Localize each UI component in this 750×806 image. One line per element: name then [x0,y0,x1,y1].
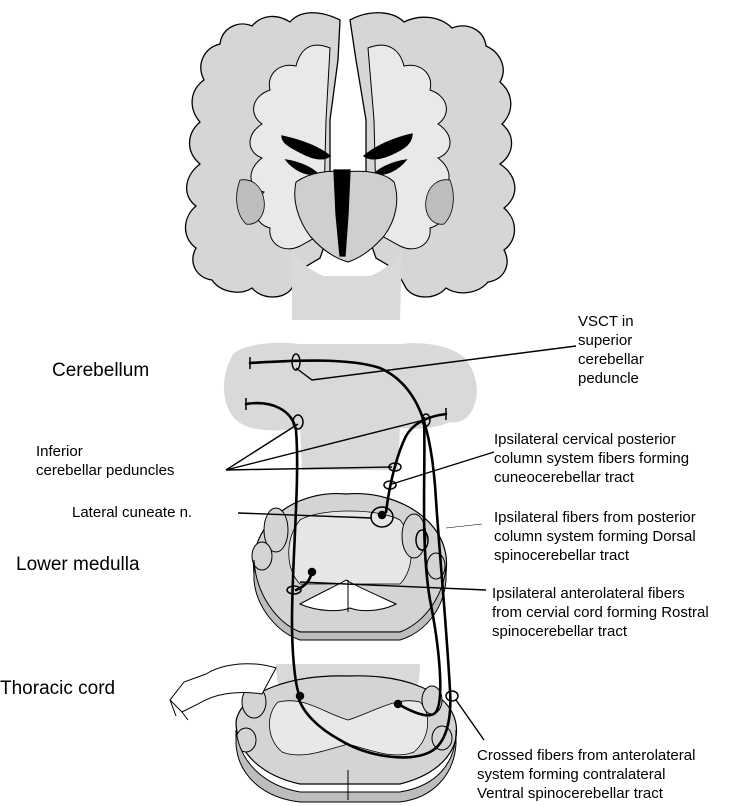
ipsilateral-cervical-label: Ipsilateral cervical posterior column sy… [494,431,690,486]
lateral-cuneate-dot [377,510,387,520]
vsct-fiber [248,359,452,759]
cuneate-leader [237,512,373,519]
medulla-base [253,559,447,641]
lower-medulla-label: Lower medulla [16,554,140,575]
dorsal-root-tip [169,699,189,721]
third-ventricle [333,169,351,257]
dsct-origin-dot [295,691,305,701]
ipsilateral-anterolateral-label: Ipsilateral anterolateral fibers from ce… [492,585,709,640]
inferior-peduncles-label: Inferior cerebellar peduncles [36,443,175,479]
rostral-origin-dot [307,567,317,577]
dsct-fiber [244,401,302,698]
thoracic-base [235,729,457,803]
left-lateral-ventricle [281,135,332,160]
rostral-leader [299,581,487,591]
cuneocerebellar-fiber [384,412,448,514]
crossed-fibers-label: Crossed fibers from anterolateral system… [477,747,696,802]
crossed-leader [455,699,485,741]
dorsal-root [169,663,277,713]
cerebellum-lower-stem [300,428,400,470]
inferior-peduncle-leader-1 [225,423,299,471]
cerebellum-label: Cerebellum [52,360,150,381]
ipsilateral-dorsal-label: Ipsilateral fibers from posterior column… [494,509,696,564]
cerebellum [223,342,477,431]
lateral-cuneate-label: Lateral cuneate n. [72,504,193,521]
vsct-label: VSCT in superior cerebellar peduncle [578,313,644,387]
lower-medulla-section [251,492,483,641]
dsct-medulla-marker [415,529,429,551]
cerebrum-coronal-section [184,12,516,298]
thoracic-cord-section [169,663,458,803]
cuneo-marker-lower [383,480,397,490]
medulla-inner [288,510,412,585]
left-inferior-peduncle-marker [292,414,304,430]
vsct-peduncle-marker [291,353,301,371]
inferior-peduncle-leader-2 [225,419,425,471]
right-basal-ganglia [425,179,454,225]
medulla-right-olive [401,513,427,559]
left-basal-ganglia [236,179,265,225]
rostral-medulla-marker [286,585,302,595]
medulla-cut-line [445,523,483,529]
right-lateral-ventricle [362,133,413,160]
vsct-thoracic-marker [445,690,459,702]
thoracic-cord-label: Thoracic cord [0,678,116,699]
brainstem [292,250,402,320]
medulla-left-olive [263,507,289,553]
vsct-leader [295,345,577,381]
medulla-left-olive-lower [251,541,273,571]
vsct-origin-dot [393,699,403,709]
lateral-cuneate-nucleus [370,506,394,528]
inferior-peduncle-leader-3 [225,466,393,471]
leader-lines [225,345,577,741]
cervical-leader [391,451,495,485]
right-dorsal-fiber [396,416,442,717]
